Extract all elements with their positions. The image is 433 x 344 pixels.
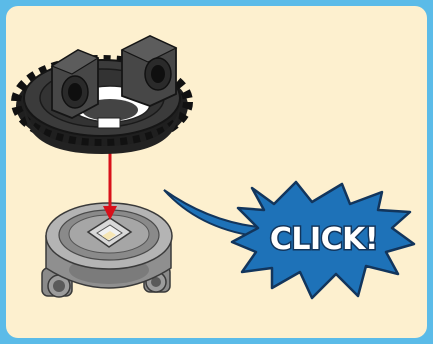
instruction-illustration: CLICK! [6,6,427,338]
black-gear-turntable-top-icon [16,36,188,154]
click-callout-text: CLICK! [270,222,378,257]
click-burst-icon: CLICK! [164,182,414,298]
instruction-panel: CLICK! [6,6,427,338]
gray-turntable-base-icon [42,203,172,297]
